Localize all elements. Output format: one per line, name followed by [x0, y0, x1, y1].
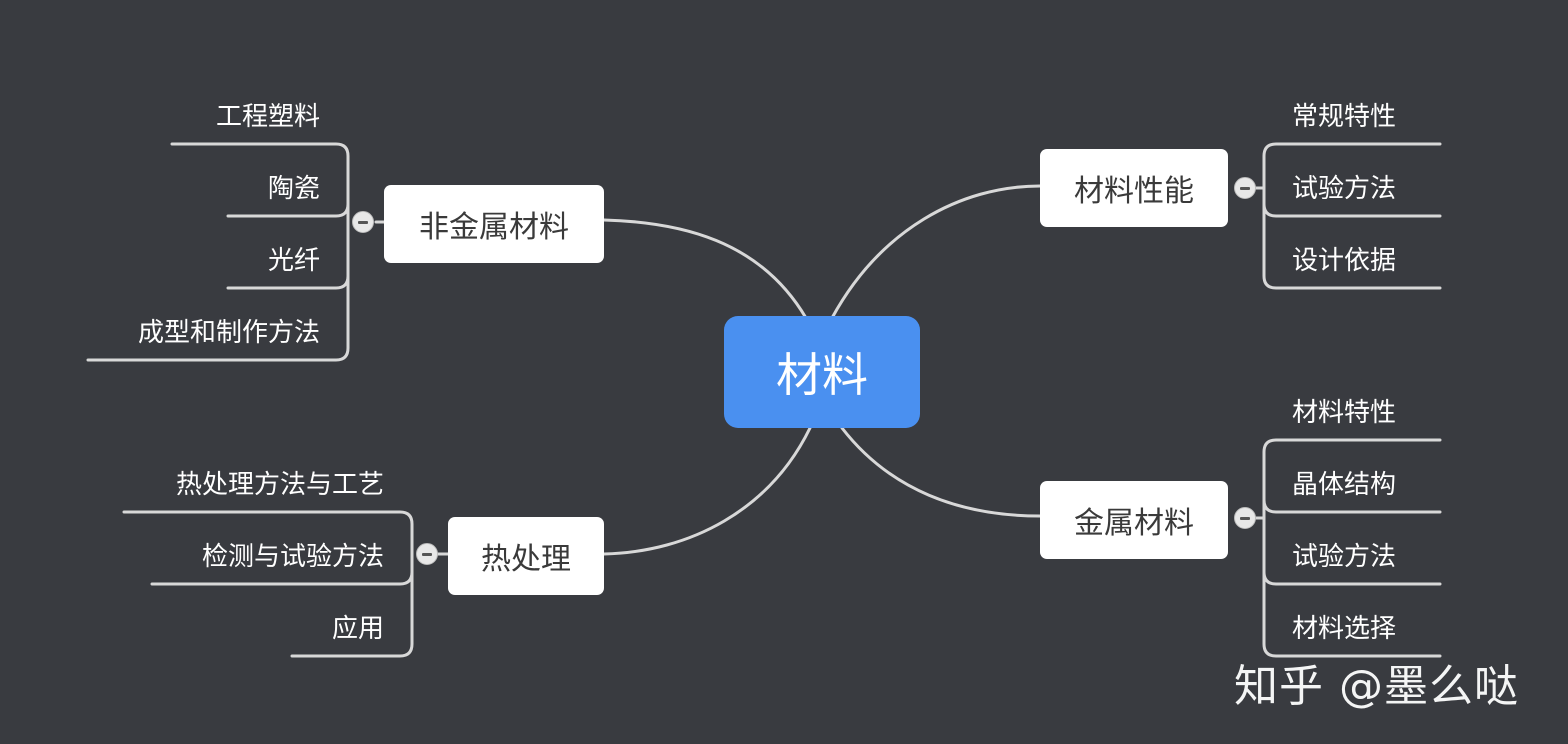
subtopic-heat-3[interactable]: 应用 — [331, 614, 384, 644]
connector-performance — [830, 184, 1042, 320]
minus-icon — [422, 552, 432, 556]
subtopic-nonmetal-3[interactable]: 光纤 — [267, 246, 320, 276]
connector-metal — [840, 426, 1042, 518]
bracket-metal — [1254, 438, 1442, 658]
subtopic-performance-2[interactable]: 试验方法 — [1292, 174, 1397, 204]
minus-icon — [1240, 516, 1250, 520]
topic-metal-materials[interactable]: 金属材料 — [1040, 481, 1228, 559]
subtopic-performance-1[interactable]: 常规特性 — [1292, 102, 1397, 132]
topic-nonmetal-materials[interactable]: 非金属材料 — [384, 185, 604, 263]
watermark: 知乎 @墨么哒 — [1234, 661, 1519, 712]
connector-heat — [602, 426, 812, 556]
subtopic-metal-3[interactable]: 试验方法 — [1292, 542, 1397, 572]
collapse-toggle-heat[interactable] — [416, 543, 438, 565]
topic-material-performance[interactable]: 材料性能 — [1040, 149, 1228, 227]
bracket-performance — [1254, 142, 1442, 290]
subtopic-nonmetal-1[interactable]: 工程塑料 — [215, 102, 320, 132]
collapse-toggle-metal[interactable] — [1234, 507, 1256, 529]
connector-nonmetal — [602, 218, 808, 320]
subtopic-metal-1[interactable]: 材料特性 — [1292, 398, 1397, 428]
subtopic-heat-2[interactable]: 检测与试验方法 — [201, 542, 384, 572]
minus-icon — [1240, 186, 1250, 190]
bracket-heat — [122, 510, 450, 658]
subtopic-nonmetal-4[interactable]: 成型和制作方法 — [137, 318, 320, 348]
collapse-toggle-performance[interactable] — [1234, 177, 1256, 199]
subtopic-nonmetal-2[interactable]: 陶瓷 — [267, 174, 320, 204]
subtopic-performance-3[interactable]: 设计依据 — [1292, 246, 1397, 276]
central-topic[interactable]: 材料 — [724, 316, 920, 428]
topic-heat-treatment[interactable]: 热处理 — [448, 517, 604, 595]
bracket-nonmetal — [86, 142, 386, 362]
subtopic-heat-1[interactable]: 热处理方法与工艺 — [175, 470, 384, 500]
subtopic-metal-4[interactable]: 材料选择 — [1292, 614, 1397, 644]
collapse-toggle-nonmetal[interactable] — [352, 211, 374, 233]
subtopic-metal-2[interactable]: 晶体结构 — [1292, 470, 1397, 500]
minus-icon — [358, 220, 368, 224]
